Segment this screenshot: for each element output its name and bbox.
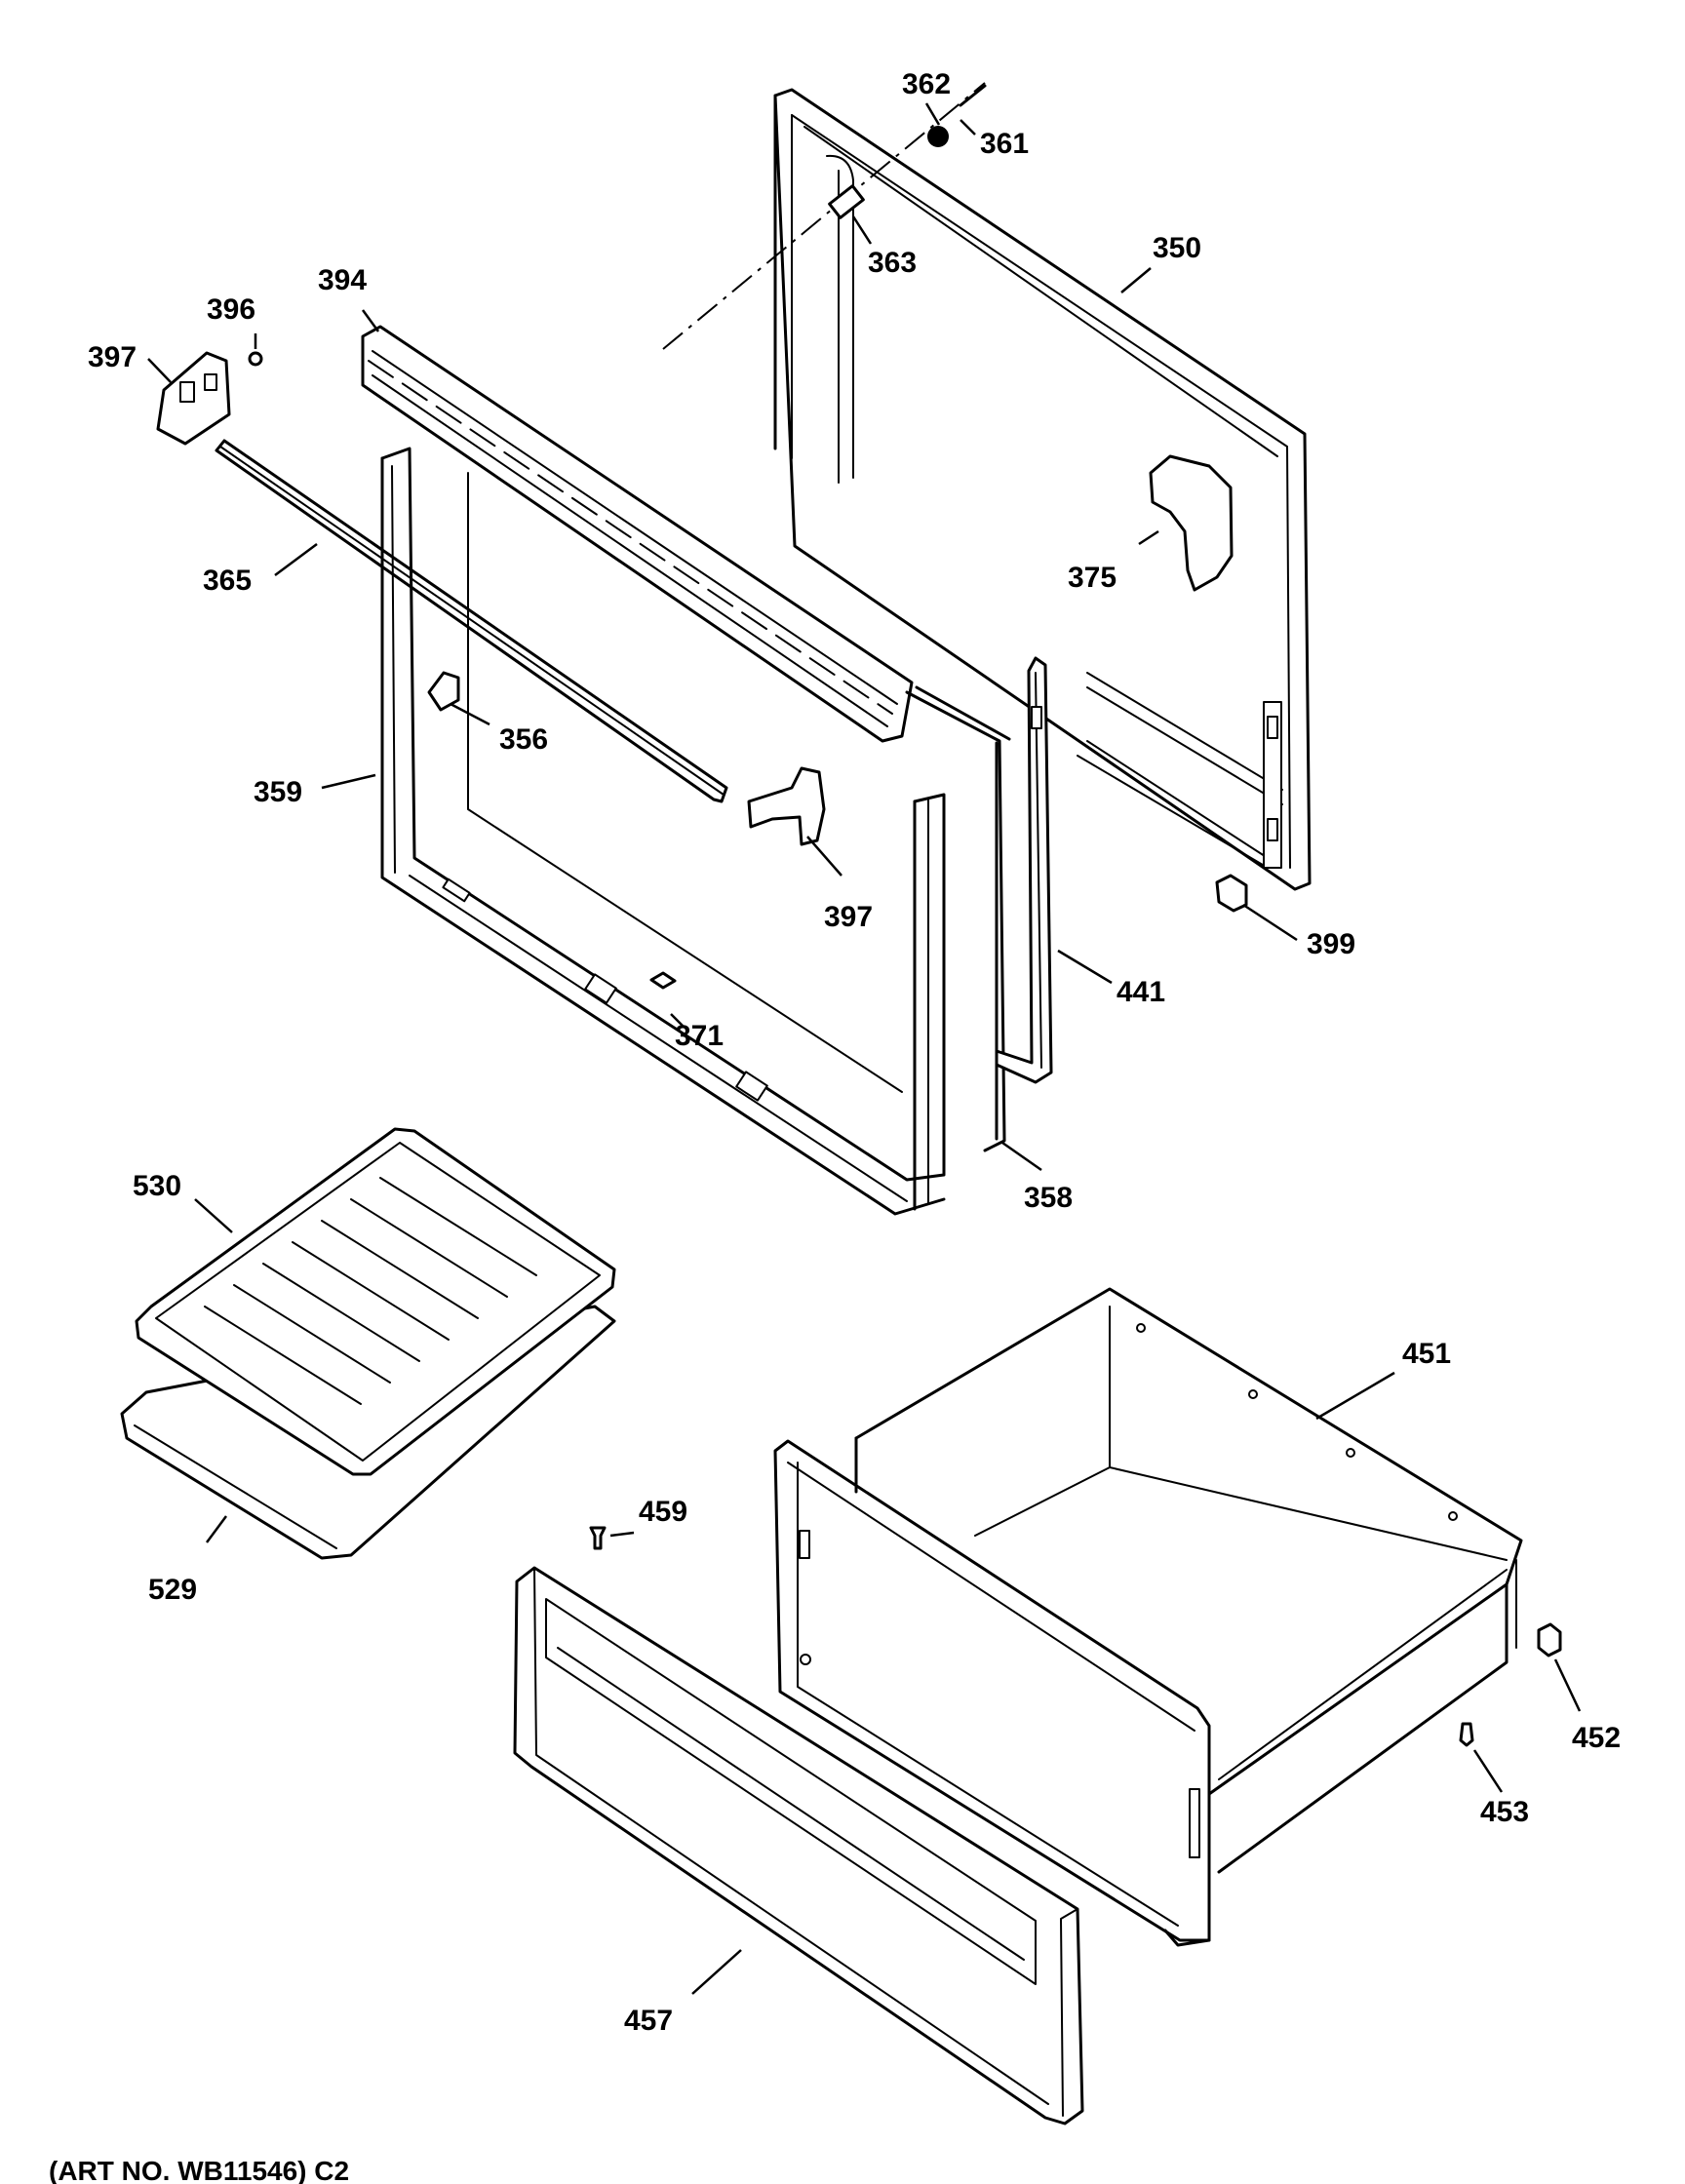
callout-labels: 362 361 363 350 394 396 397 365 375 356 … — [88, 68, 1621, 2037]
door-alignment-center-line — [662, 82, 986, 350]
broiler-grid-530 — [135, 1127, 616, 1476]
bracket-397-middle — [747, 766, 826, 846]
callout-397-middle: 397 — [824, 901, 873, 933]
leader-lines — [147, 102, 1582, 1995]
callout-459: 459 — [639, 1496, 687, 1528]
inner-door-frame-359 — [380, 447, 946, 1216]
callout-350: 350 — [1153, 232, 1201, 264]
hinge-channel-441 — [995, 656, 1053, 1084]
drawer-front-panel-457 — [513, 1566, 1084, 2126]
screw-396 — [248, 351, 263, 367]
callout-365: 365 — [203, 565, 252, 597]
callout-530: 530 — [133, 1170, 181, 1202]
clip-371 — [649, 971, 677, 990]
callout-529: 529 — [148, 1574, 197, 1606]
drawer-body-451 — [854, 1287, 1523, 1947]
insulation-375 — [1149, 454, 1234, 592]
callout-451: 451 — [1402, 1338, 1451, 1370]
callout-452: 452 — [1572, 1722, 1621, 1754]
callout-375: 375 — [1068, 562, 1117, 594]
drawer-inner-front — [773, 1439, 1211, 1942]
callout-453: 453 — [1480, 1796, 1529, 1828]
callout-457: 457 — [624, 2005, 673, 2037]
callout-363: 363 — [868, 247, 917, 279]
vent-trim-394 — [361, 325, 914, 743]
callout-356: 356 — [499, 723, 548, 756]
callout-399: 399 — [1307, 928, 1355, 960]
bumper-452 — [1537, 1622, 1562, 1658]
callout-362: 362 — [902, 68, 951, 100]
callout-394: 394 — [318, 264, 367, 296]
bumper-399 — [1215, 874, 1248, 913]
screw-453 — [1459, 1722, 1474, 1747]
callout-396: 396 — [207, 293, 255, 326]
callout-371: 371 — [675, 1020, 724, 1052]
screw-459 — [589, 1526, 607, 1550]
outer-door-panel-350 — [773, 88, 1312, 891]
washer-362 — [927, 126, 949, 147]
callout-358: 358 — [1024, 1182, 1073, 1214]
door-glass-358 — [905, 685, 1011, 1152]
callout-397-left: 397 — [88, 341, 137, 373]
handle-rod-365 — [215, 439, 728, 803]
grid-slots — [204, 1177, 537, 1405]
callout-361: 361 — [980, 128, 1029, 160]
pin-363 — [828, 184, 865, 219]
callout-441: 441 — [1117, 976, 1165, 1008]
art-number-caption: (ART NO. WB11546) C2 — [49, 2156, 349, 2184]
clip-356 — [427, 671, 460, 712]
bracket-397-left — [156, 351, 231, 446]
screw-361 — [959, 84, 987, 107]
callout-359: 359 — [254, 776, 302, 808]
